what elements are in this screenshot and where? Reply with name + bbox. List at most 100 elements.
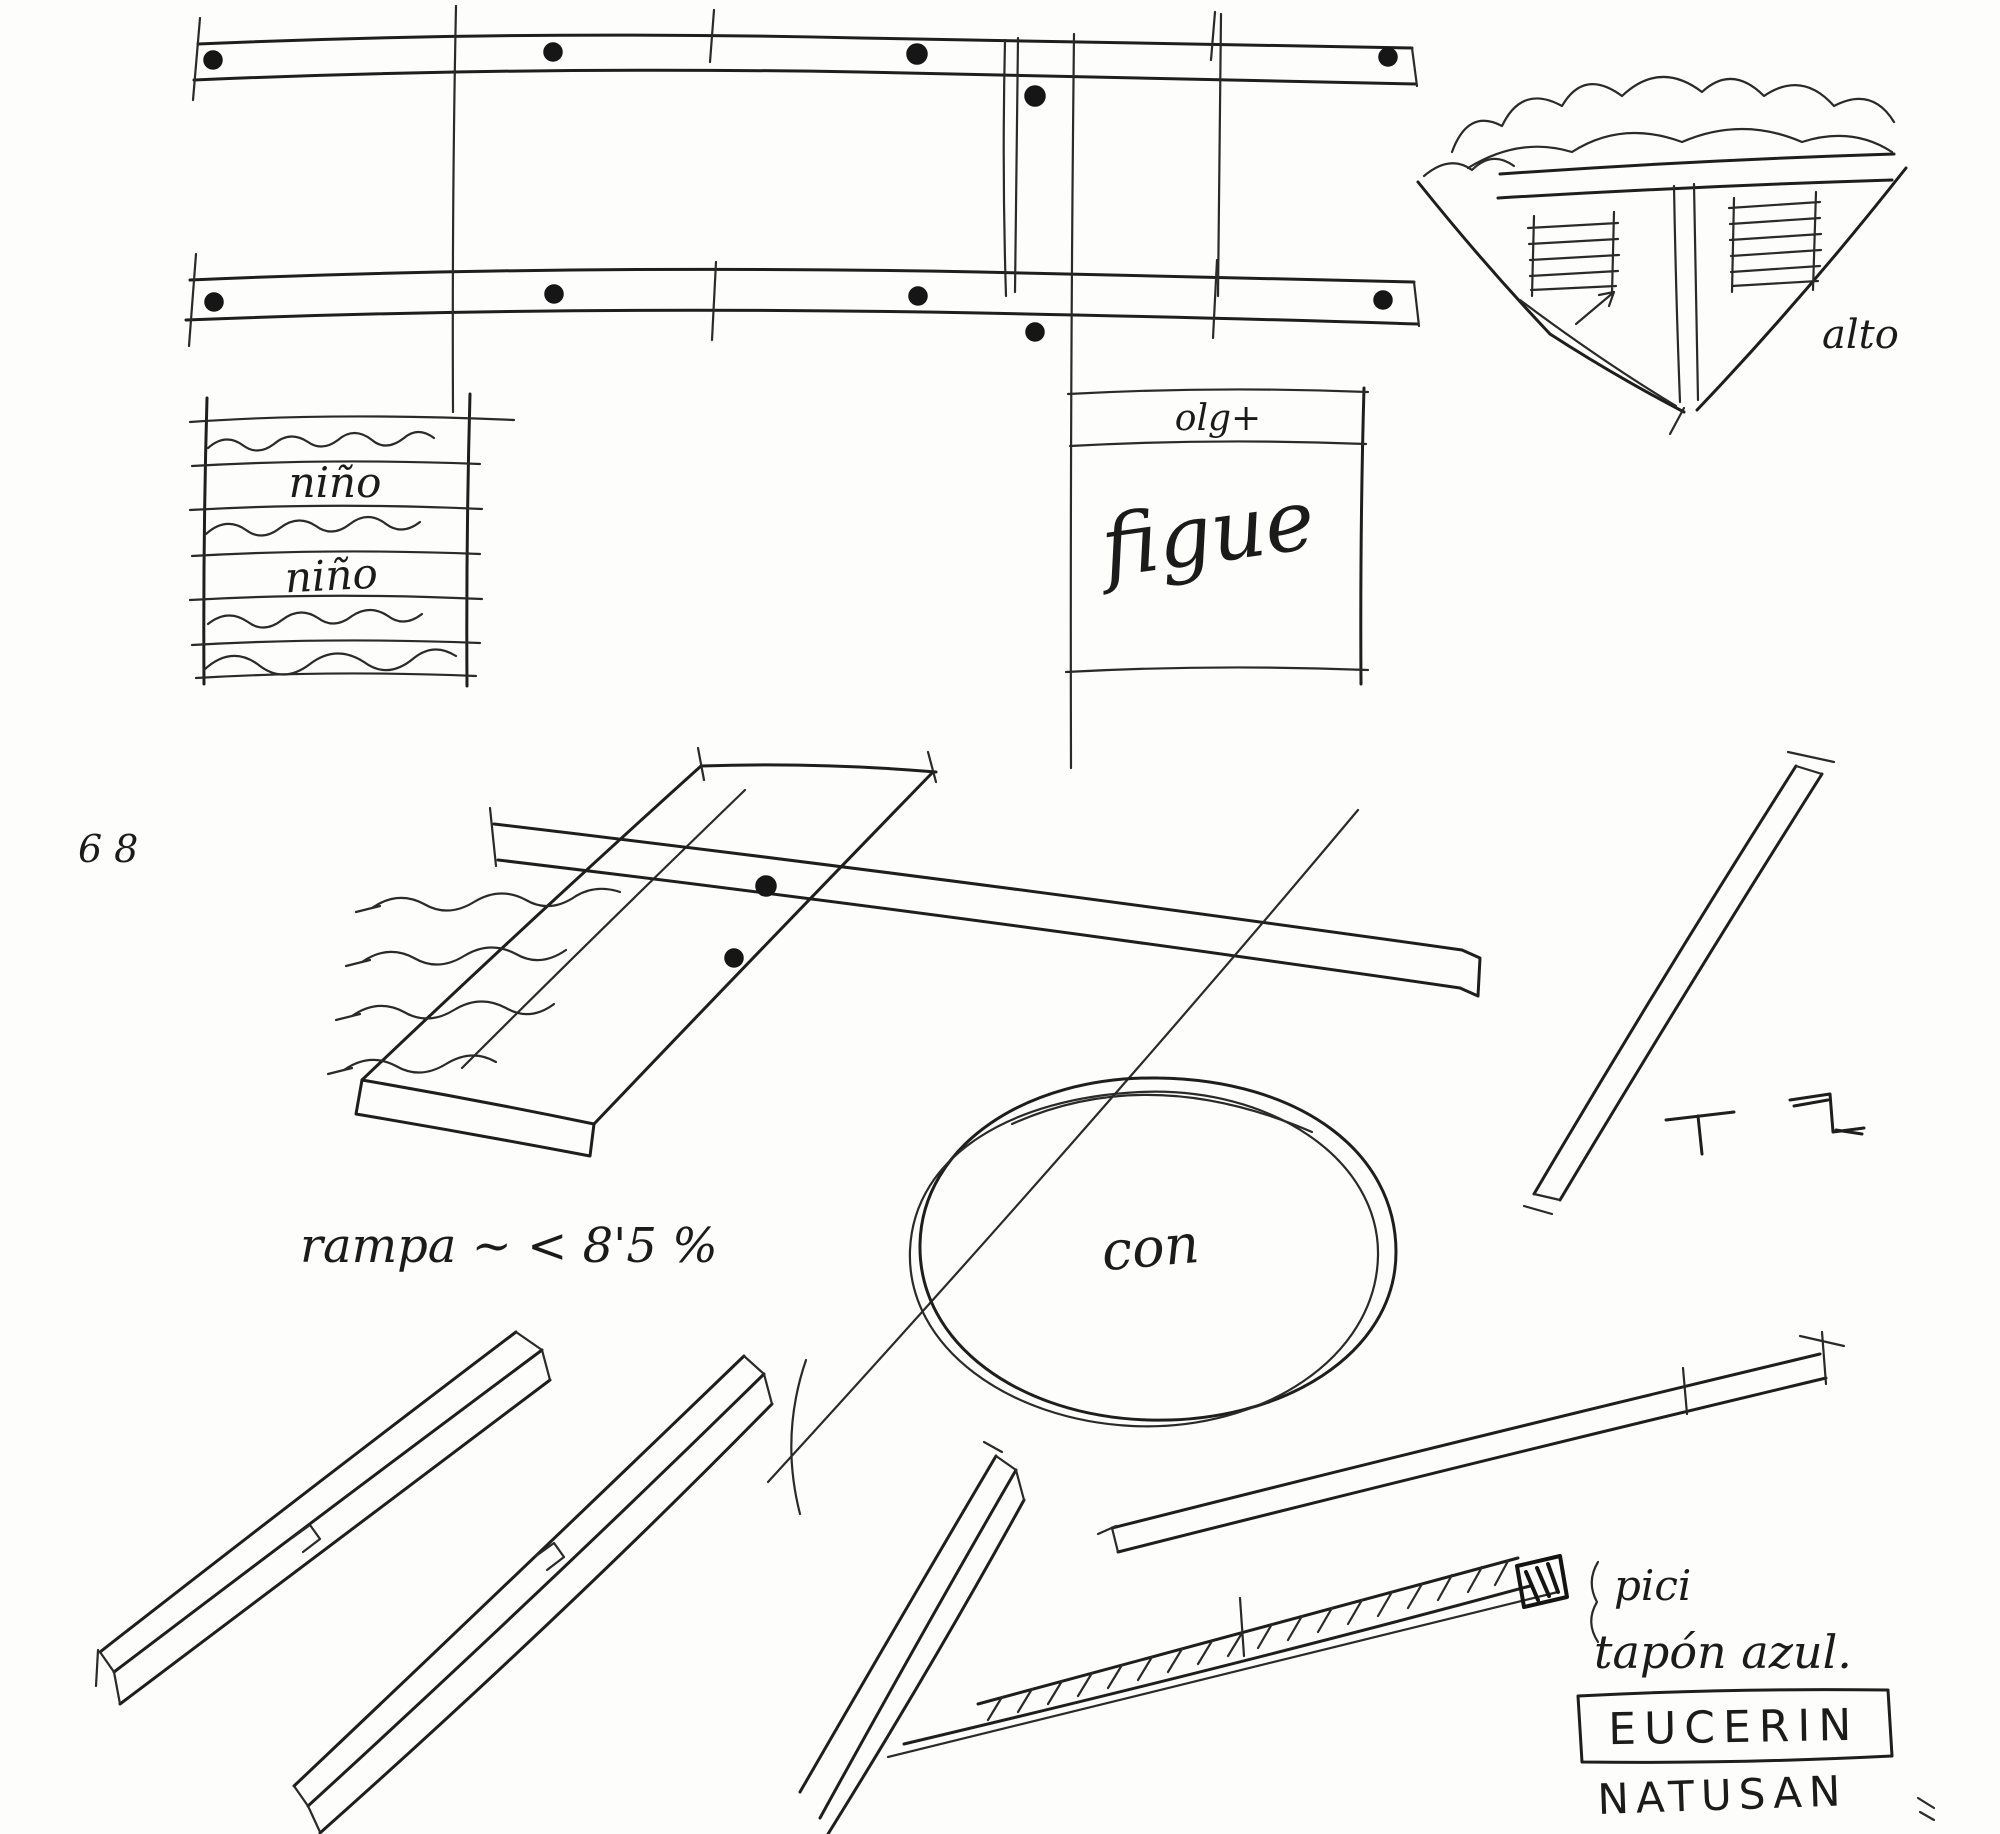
channel2-caps [292,1354,774,1834]
top-rails-sketch [184,4,1421,770]
center-annotation-box: olg+ figue [1064,386,1370,686]
arrow-mark [1574,290,1616,326]
rail2-bottom-edge [184,308,1420,326]
screw-dot [1378,47,1398,67]
right-diagonal-beam [1522,750,1836,1216]
beam-edge [1532,764,1798,1196]
circle-con-sketch: con [908,1076,1398,1428]
wavy-scribble [206,430,436,452]
apex-tail [1668,406,1686,436]
corner-detail-sketch: alto [1416,75,1908,436]
rail2-left-cap [187,252,198,348]
plank-left-edge [360,764,703,1082]
scribble-left [1422,157,1516,178]
box-horizontals [1064,388,1370,674]
wedge-bottom-edge [902,1584,1532,1746]
screw-dot [1373,290,1393,310]
beam-end-caps [1522,750,1836,1216]
rail2-top-edge [188,267,1416,284]
scribble-cloud [1466,127,1894,170]
diagonal-tail [790,1358,808,1516]
plank-right-edge [592,770,935,1126]
left-edge [1416,180,1552,336]
wedge-top-edge [976,1556,1520,1706]
rung-ticks [326,904,382,1076]
beam-edge [1558,772,1824,1202]
beam-top-edge [492,822,1464,952]
small-section-marks [1664,1092,1866,1156]
right-edge [1695,166,1908,412]
channel1-caps [94,1330,552,1706]
channel3-caps [982,1440,1026,1502]
plank-corner-ticks [696,746,938,784]
notes-block: pici tapón azul. EUCERIN NATUSAN [1576,1561,1936,1824]
step-mark [1788,1092,1866,1136]
vertical-guide-lines [451,4,1223,770]
box-right-vertical [1359,386,1366,686]
annotation-nino-bottom: niño [284,549,379,603]
annotation-figue: figue [1089,470,1320,598]
wavy-scribble [202,648,458,676]
circle-top-arc [1010,1093,1314,1134]
rail1-bottom-edge [192,68,1418,86]
annotation-nino-top: niño [289,458,382,507]
t-mark [1664,1110,1736,1156]
channel1-lines [98,1330,552,1706]
annotation-pici: pici [1614,1561,1691,1610]
annotation-alto: alto [1822,312,1899,358]
rail1-left-cap [191,16,202,102]
eucerin-box-outline [1576,1688,1894,1764]
rail2-right-cap [1412,280,1421,328]
rail1-right-cap [1410,46,1419,88]
ladder-hatch-rungs [342,887,622,1074]
rail1-tick-marks [708,8,1217,64]
long-diagonal-line [766,808,1360,1484]
channel1-notch [290,1523,322,1554]
beam-left-cap [488,806,498,868]
screw-dot [724,948,744,968]
channel2-notch [534,1541,566,1572]
rail2-tick-marks [710,258,1219,342]
channel2-lines [292,1354,774,1834]
center-verticals [1672,182,1700,404]
channel3-lines [798,1454,1026,1834]
hatched-block [1515,1554,1569,1609]
mini-ladder-right [1727,190,1823,294]
annotation-eucerin: EUCERIN [1608,1700,1860,1755]
circle-stroke [908,1090,1380,1428]
ladder-rungs [188,415,516,680]
plank-inner-line [460,788,747,1070]
page-number: 68 [78,827,150,871]
annotation-natusan: NATUSAN [1597,1766,1848,1824]
band-lines [1496,152,1896,200]
thin-beam-caps [1096,1330,1846,1554]
plank-bottom-face [354,1078,596,1158]
ladder-left-vertical [202,396,209,686]
beam-bottom-edge [496,858,1462,990]
annotation-box-header: olg+ [1175,398,1261,439]
wedge-baseline [886,1590,1560,1759]
screw-dot [544,284,564,304]
wavy-scribble [206,608,424,629]
screw-dot [1024,85,1046,107]
wedge-hatching [986,1559,1510,1722]
annotation-tapon-azul: tapón azul. [1594,1625,1852,1679]
center-assembly-sketch [326,746,1482,1516]
left-ladder-sketch: niño niño [188,392,516,688]
screw-dot [906,43,928,65]
thin-beam-edges [1110,1352,1828,1554]
ramp-assembly-sketch [886,1330,1846,1759]
vertical-tick [1238,1596,1246,1658]
rail1-top-edge [196,33,1414,50]
screw-dot [908,286,928,306]
left-edge-lower [1548,332,1686,414]
annotation-con: con [1099,1212,1202,1283]
ladder-right-vertical [465,392,472,688]
plank-top-edge [699,763,938,774]
screw-dot [755,875,777,897]
screw-dot [543,42,563,62]
screw-dot [204,292,224,312]
corner-scribble [1916,1796,1936,1822]
